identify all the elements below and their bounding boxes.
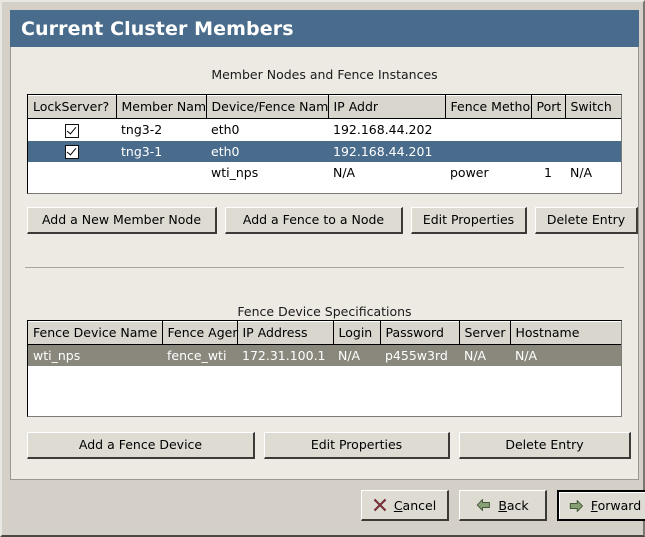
dialog-button-bar: Cancel Back Forward [10,480,639,531]
port-cell [531,141,565,163]
fence-devices-table-wrap: Fence Device Name Fence Agent IP Address… [27,320,622,417]
fence-ip-address-cell: 172.31.100.1 [237,345,333,367]
device-name-cell: eth0 [206,119,328,141]
table-row-empty [28,366,622,394]
fence-server-cell: N/A [459,345,510,367]
col-device-fence-name[interactable]: Device/Fence Name [206,96,328,119]
member-name-cell: tng3-2 [116,119,206,141]
fence-password-cell: p455w3rd [380,345,459,367]
empty-cell [28,366,622,394]
lockserver-checkbox[interactable] [65,145,79,159]
fence-device-name-cell: wti_nps [28,345,162,367]
device-name-cell: eth0 [206,141,328,163]
table-row-empty [28,394,622,417]
fence-table-header-row: Fence Device Name Fence Agent IP Address… [28,322,622,345]
fence-delete-entry-button[interactable]: Delete Entry [459,432,631,459]
col-fence-device-name[interactable]: Fence Device Name [28,322,162,345]
member-edit-properties-button[interactable]: Edit Properties [411,207,527,234]
member-delete-entry-button[interactable]: Delete Entry [535,207,638,234]
member-nodes-table[interactable]: LockServer? Member Name Device/Fence Nam… [28,95,621,183]
add-fence-to-node-button[interactable]: Add a Fence to a Node [225,207,403,234]
lockserver-cell[interactable] [28,141,116,163]
fence-hostname-cell: N/A [510,345,622,367]
member-nodes-table-wrap: LockServer? Member Name Device/Fence Nam… [27,94,622,194]
col-fence-agent[interactable]: Fence Agent [162,322,237,345]
switch-cell: N/A [565,162,621,183]
member-section-caption: Member Nodes and Fence Instances [11,67,638,82]
ip-addr-cell: 192.168.44.201 [328,141,445,163]
content-panel: Member Nodes and Fence Instances LockSer… [10,47,639,480]
device-name-cell: wti_nps [206,162,328,183]
add-new-member-node-button[interactable]: Add a New Member Node [27,207,217,234]
col-lockserver[interactable]: LockServer? [28,96,116,119]
col-switch[interactable]: Switch [565,96,621,119]
forward-button-label: Forward [591,498,641,513]
fence-actions-row: Add a Fence Device Edit Properties Delet… [27,432,631,459]
switch-cell [565,119,621,141]
arrow-left-icon [476,498,491,512]
fence-method-cell [445,141,531,163]
col-hostname[interactable]: Hostname [510,322,622,345]
cancel-button-label: Cancel [394,498,436,513]
col-ip-addr[interactable]: IP Addr [328,96,445,119]
fence-method-cell [445,119,531,141]
lockserver-cell [28,162,116,183]
lockserver-checkbox[interactable] [65,124,79,138]
fence-login-cell: N/A [333,345,380,367]
fence-edit-properties-button[interactable]: Edit Properties [264,432,450,459]
fence-devices-table[interactable]: Fence Device Name Fence Agent IP Address… [28,321,622,417]
col-ip-address[interactable]: IP Address [237,322,333,345]
lockserver-cell[interactable] [28,119,116,141]
cancel-button[interactable]: Cancel [361,490,449,521]
forward-button[interactable]: Forward [557,490,645,521]
col-login[interactable]: Login [333,322,380,345]
fence-section-caption: Fence Device Specifications [11,304,638,319]
arrow-right-icon [569,499,584,513]
port-cell: 1 [531,162,565,183]
member-name-cell: tng3-1 [116,141,206,163]
back-button[interactable]: Back [459,490,547,521]
col-server[interactable]: Server [459,322,510,345]
table-row[interactable]: tng3-2 eth0 192.168.44.202 [28,119,621,141]
col-member-name[interactable]: Member Name [116,96,206,119]
ip-addr-cell: N/A [328,162,445,183]
switch-cell [565,141,621,163]
col-port[interactable]: Port [531,96,565,119]
dialog-titlebar: Current Cluster Members [10,10,639,47]
section-divider [25,267,624,268]
table-row[interactable]: wti_nps N/A power 1 N/A [28,162,621,183]
member-actions-row: Add a New Member Node Add a Fence to a N… [27,207,638,234]
fence-agent-cell: fence_wti [162,345,237,367]
fence-method-cell: power [445,162,531,183]
table-row[interactable]: tng3-1 eth0 192.168.44.201 [28,141,621,163]
add-fence-device-button[interactable]: Add a Fence Device [27,432,255,459]
cancel-x-icon [373,498,387,512]
col-fence-method[interactable]: Fence Method [445,96,531,119]
table-row[interactable]: wti_nps fence_wti 172.31.100.1 N/A p455w… [28,345,622,367]
port-cell [531,119,565,141]
back-button-label: Back [498,498,528,513]
empty-cell [28,394,622,417]
member-name-cell [116,162,206,183]
page-title: Current Cluster Members [10,18,294,40]
col-password[interactable]: Password [380,322,459,345]
ip-addr-cell: 192.168.44.202 [328,119,445,141]
member-table-header-row: LockServer? Member Name Device/Fence Nam… [28,96,621,119]
